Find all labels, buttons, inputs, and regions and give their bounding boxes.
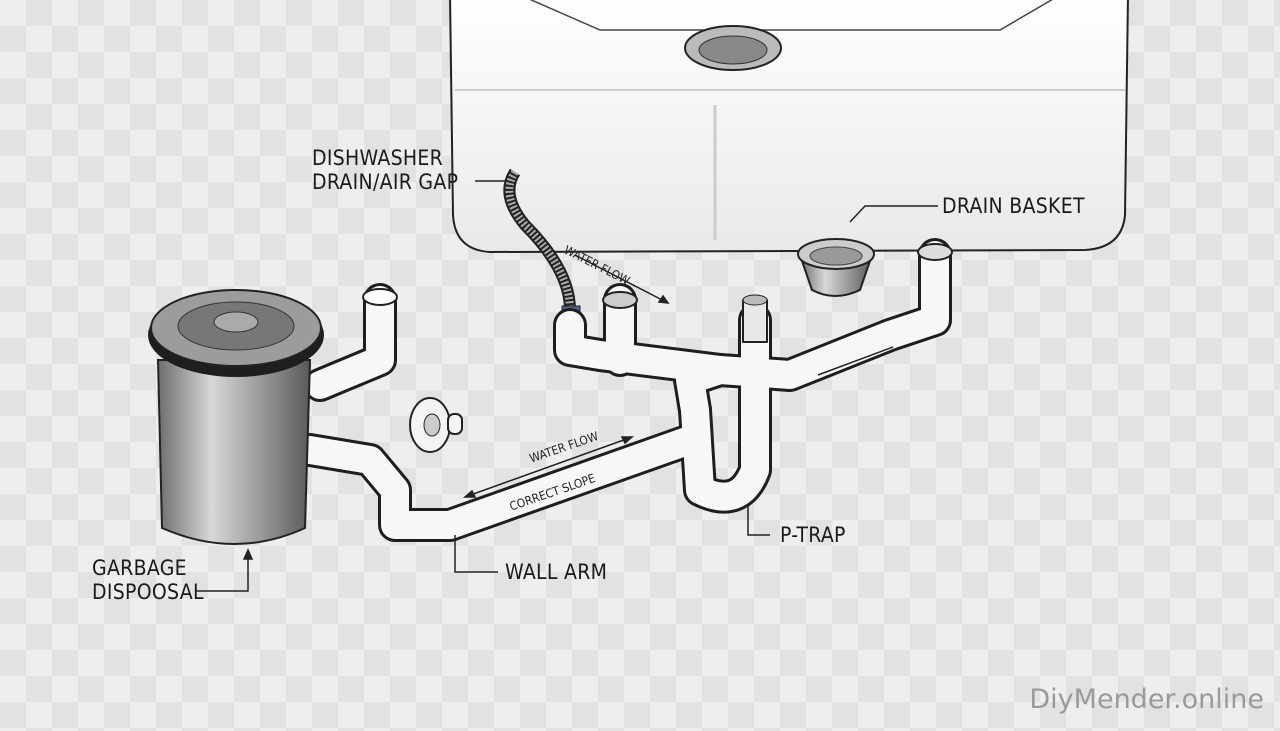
pipe-network <box>293 238 953 542</box>
farmhouse-sink <box>449 0 1129 254</box>
dishwasher-label-line2: DRAIN/AIR GAP <box>312 170 459 194</box>
annotation-lines <box>195 180 938 592</box>
dishwasher-label-line1: DISHWASHER <box>312 146 444 170</box>
wall-arm-label: WALL ARM <box>505 560 608 584</box>
drain-basket <box>797 238 875 297</box>
garbage-disposal <box>148 289 324 545</box>
dishwasher-label: DISHWASHER DRAIN/AIR GAP <box>312 146 458 194</box>
watermark: DiyMender.online <box>1029 684 1264 715</box>
garbage-disposal-label: GARBAGE DISPOOSAL <box>92 556 204 604</box>
wall-flange <box>409 397 463 453</box>
garbage-disposal-label-line2: DISPOOSAL <box>92 580 204 604</box>
drain-basket-label: DRAIN BASKET <box>942 194 1085 218</box>
garbage-disposal-label-line1: GARBAGE <box>92 556 187 580</box>
p-trap-label: P-TRAP <box>780 523 846 547</box>
